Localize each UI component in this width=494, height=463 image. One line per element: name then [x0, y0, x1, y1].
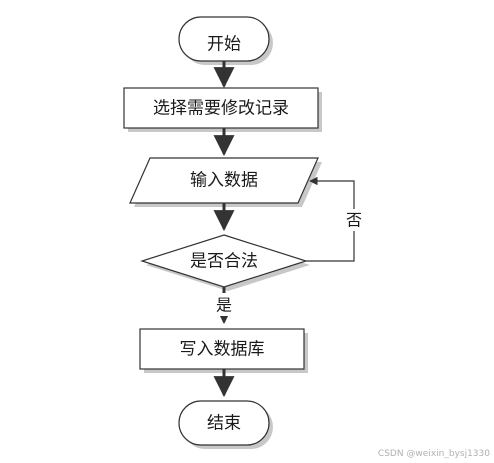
edge-label-no: 否 — [346, 211, 362, 230]
decision-label: 是否合法 — [190, 252, 258, 272]
write-db-label: 写入数据库 — [180, 340, 265, 360]
end-node: 结束 — [178, 400, 273, 449]
edge-label-yes: 是 — [216, 296, 232, 315]
decision-node: 是否合法 — [140, 234, 310, 291]
write-db-node: 写入数据库 — [139, 328, 308, 373]
select-record-node: 选择需要修改记录 — [123, 87, 322, 132]
watermark-text: CSDN @weixin_bysj1330 — [377, 449, 490, 459]
select-record-label: 选择需要修改记录 — [153, 99, 289, 119]
start-label: 开始 — [207, 35, 241, 55]
input-data-label: 输入数据 — [190, 171, 258, 191]
input-data-node: 输入数据 — [129, 157, 322, 207]
no-label-bg — [344, 209, 364, 231]
yes-label-bg — [213, 296, 235, 316]
end-label: 结束 — [207, 414, 241, 434]
start-node: 开始 — [178, 16, 273, 65]
